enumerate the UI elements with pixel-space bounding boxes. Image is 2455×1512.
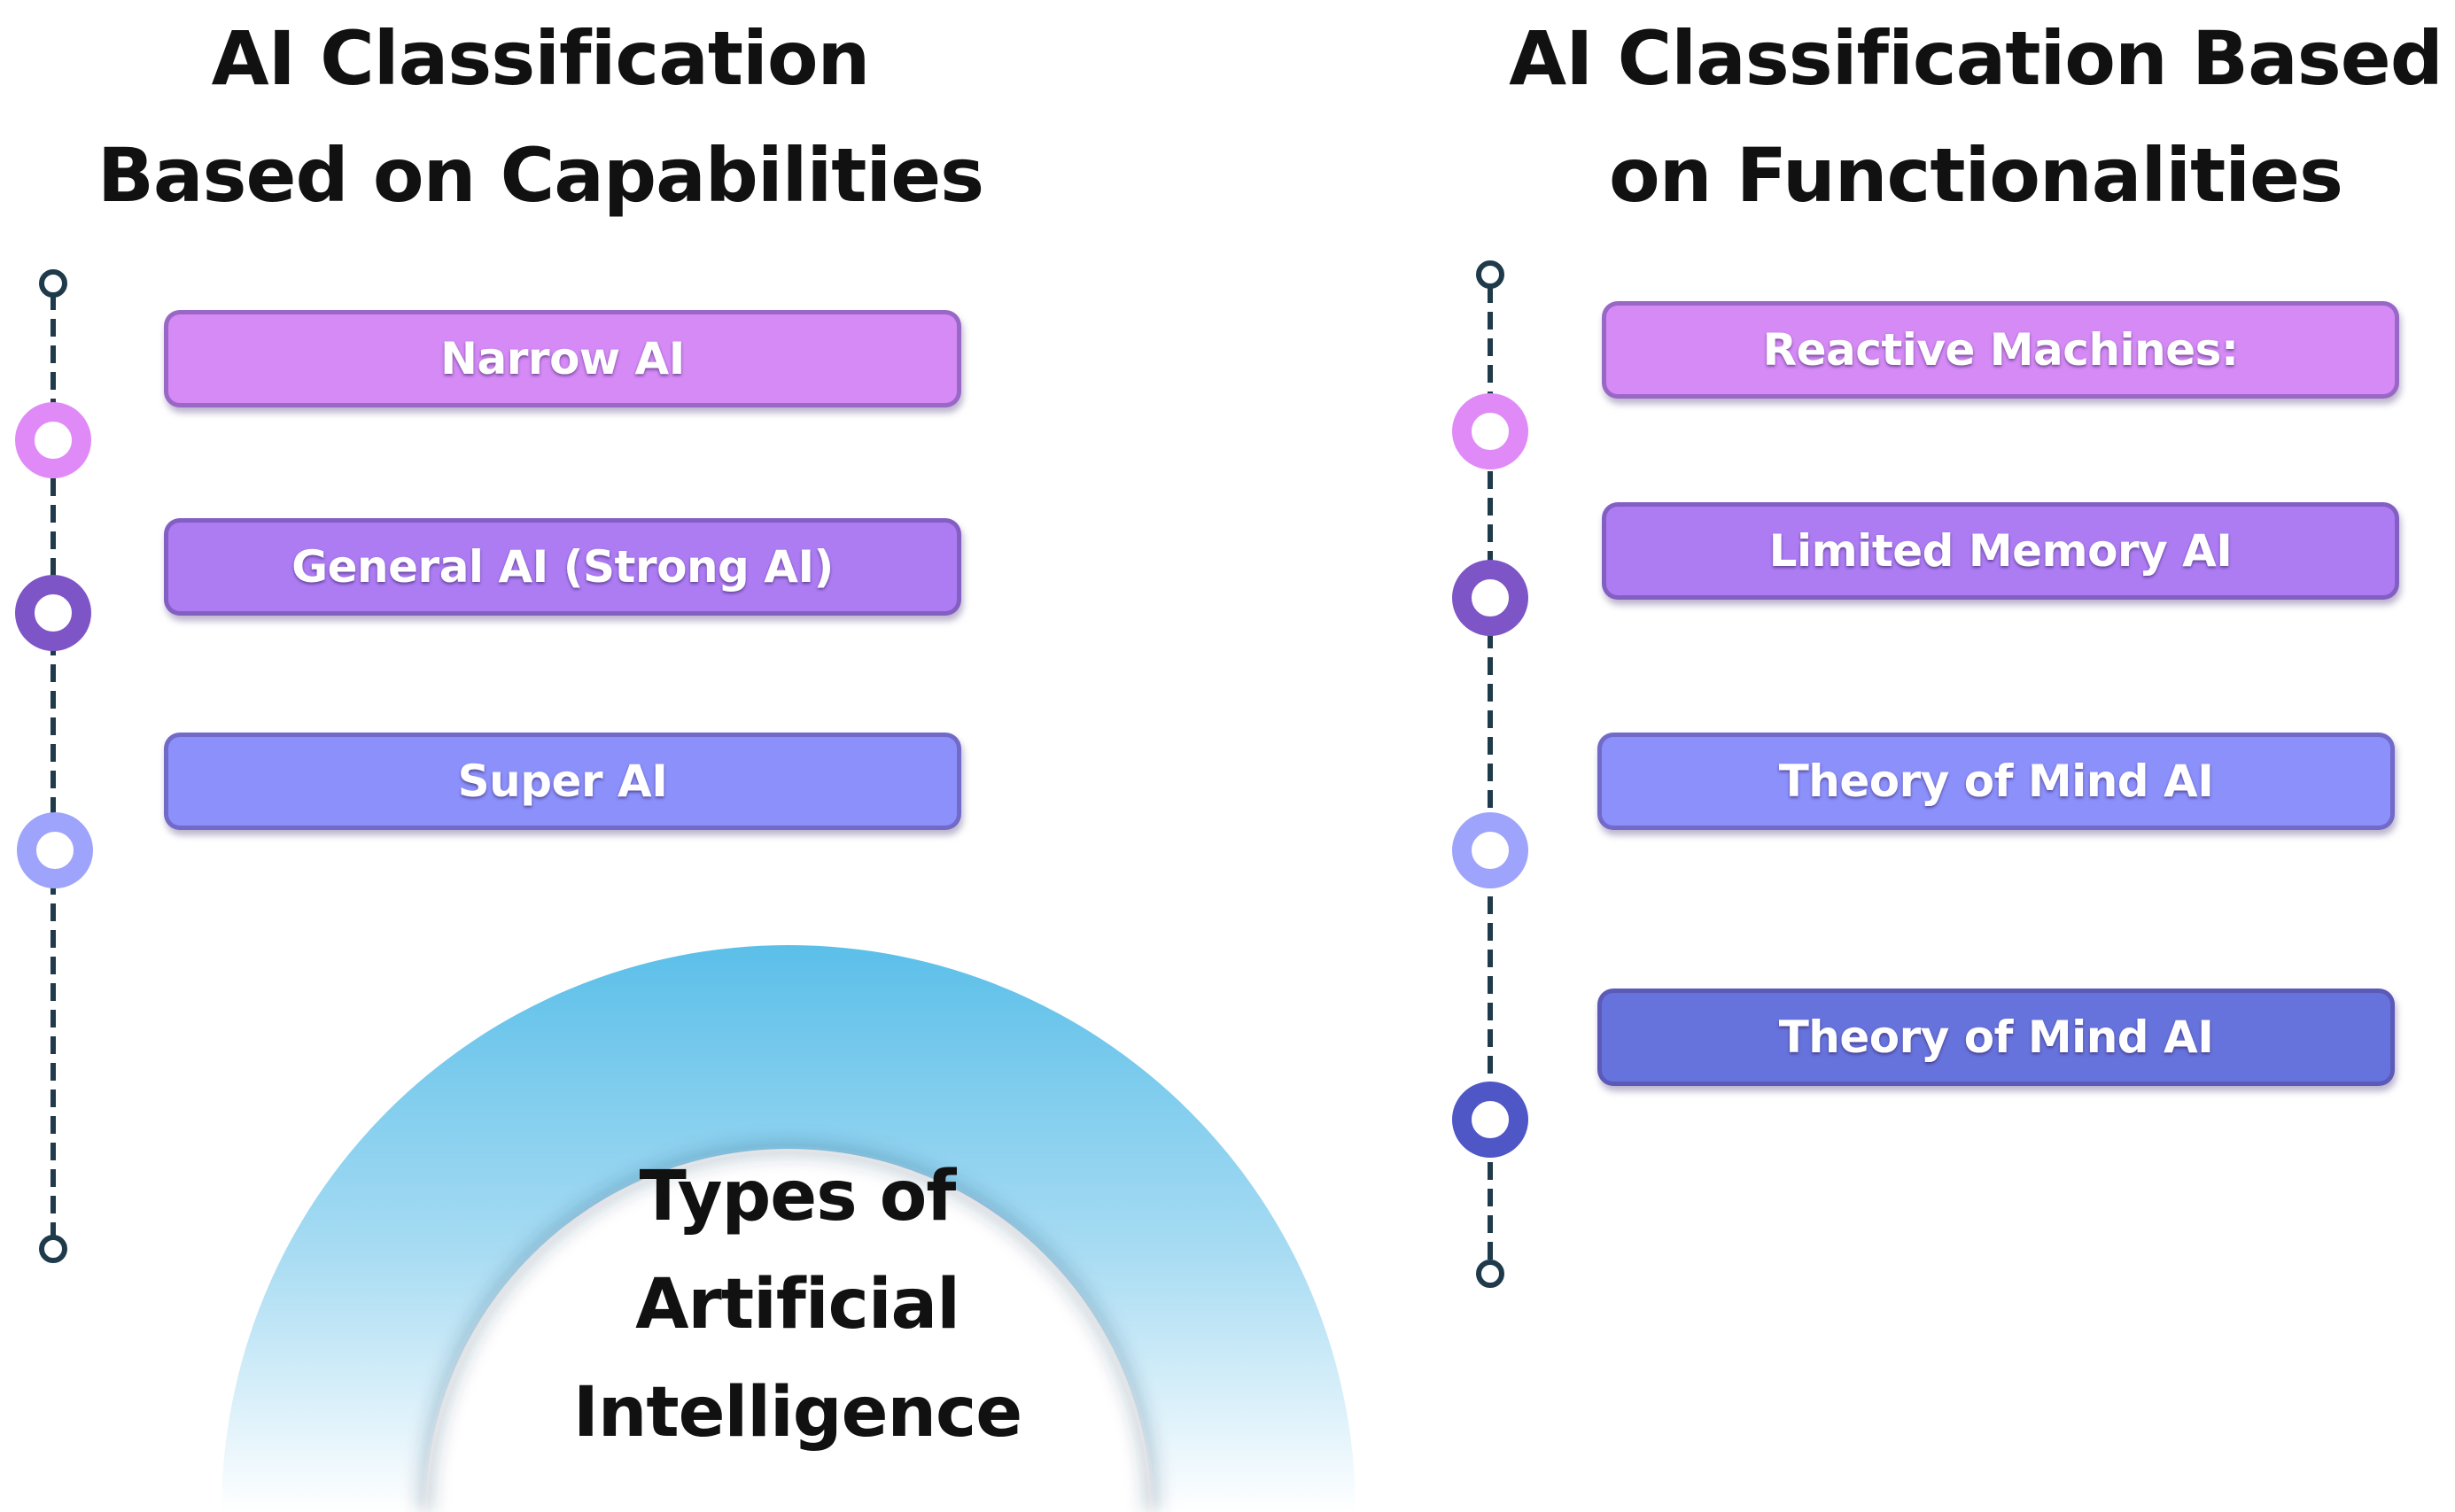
- center-title-line1: Types of: [639, 1157, 957, 1237]
- box-theory-of-mind-1: Theory of Mind AI: [1597, 733, 2395, 830]
- heading-functionalities: AI Classification Based on Functionaliti…: [1497, 0, 2454, 234]
- heading-capabilities-line1: AI Classification: [211, 15, 871, 102]
- box-theory-of-mind-2-label: Theory of Mind AI: [1778, 1012, 2214, 1063]
- box-reactive-machines: Reactive Machines:: [1602, 301, 2399, 399]
- timeline-node-theory-of-mind-2: [1452, 1082, 1528, 1158]
- box-narrow-ai-label: Narrow AI: [440, 333, 685, 384]
- timeline-left-end-cap: [39, 1235, 67, 1263]
- center-title: Types of Artificial Intelligence: [496, 1143, 1099, 1467]
- heading-functionalities-line1: AI Classification Based: [1509, 15, 2443, 102]
- box-general-ai: General AI (Strong AI): [164, 518, 961, 616]
- heading-capabilities-line2: Based on Capabilities: [97, 132, 984, 219]
- timeline-node-reactive-machines: [1452, 393, 1528, 469]
- timeline-node-narrow-ai: [15, 402, 91, 478]
- box-reactive-machines-label: Reactive Machines:: [1762, 324, 2239, 376]
- box-super-ai-label: Super AI: [457, 756, 668, 807]
- box-super-ai: Super AI: [164, 733, 961, 830]
- timeline-right-start-cap: [1476, 260, 1504, 289]
- central-arch: [221, 945, 1356, 1512]
- box-theory-of-mind-2: Theory of Mind AI: [1597, 989, 2395, 1086]
- timeline-right: [1452, 260, 1528, 1288]
- timeline-left-start-cap: [39, 269, 67, 298]
- box-general-ai-label: General AI (Strong AI): [291, 541, 834, 593]
- box-limited-memory-label: Limited Memory AI: [1768, 525, 2233, 577]
- timeline-node-super-ai: [17, 812, 93, 888]
- heading-functionalities-line2: on Functionalities: [1609, 132, 2343, 219]
- timeline-node-general-ai: [15, 575, 91, 651]
- center-title-line3: Intelligence: [572, 1373, 1022, 1453]
- timeline-node-limited-memory: [1452, 560, 1528, 636]
- timeline-right-end-cap: [1476, 1260, 1504, 1288]
- arch-shape: [221, 945, 1356, 1512]
- heading-capabilities: AI Classification Based on Capabilities: [35, 0, 1045, 234]
- timeline-left: [15, 269, 93, 1263]
- timeline-node-theory-of-mind-1: [1452, 812, 1528, 888]
- box-limited-memory: Limited Memory AI: [1602, 502, 2399, 600]
- box-theory-of-mind-1-label: Theory of Mind AI: [1778, 756, 2214, 807]
- box-narrow-ai: Narrow AI: [164, 310, 961, 407]
- center-title-line2: Artificial: [635, 1265, 960, 1345]
- arch-inner-shadow: [419, 1143, 1158, 1512]
